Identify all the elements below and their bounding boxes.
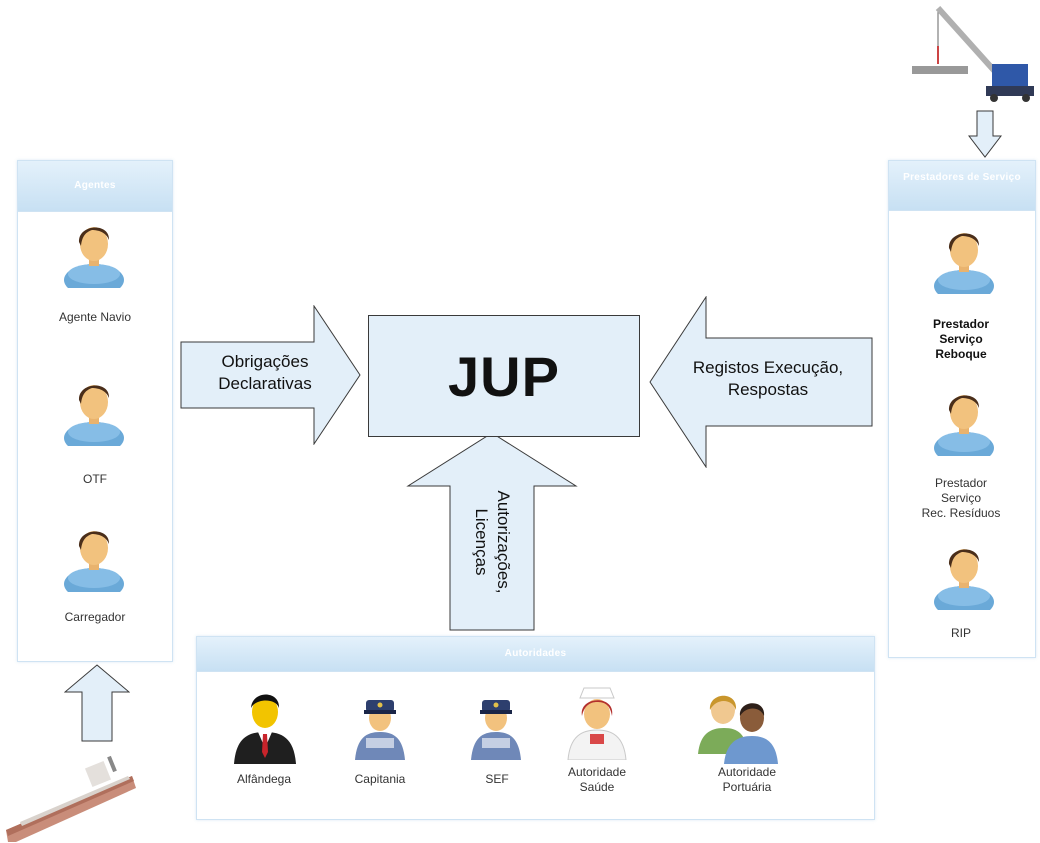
- authority-label: SEF: [485, 772, 509, 786]
- authorities-panel: Autoridades: [196, 636, 875, 820]
- authority-label: Autoridade Saúde: [567, 765, 627, 794]
- person-icon: [932, 384, 996, 456]
- actor-label: Agente Navio: [58, 310, 132, 324]
- authority-label: Capitania: [354, 772, 406, 786]
- border-officer-icon: [471, 700, 521, 760]
- actor-label: Prestador Serviço Reboque: [932, 317, 990, 361]
- health-officer-icon: [567, 687, 627, 760]
- person-icon: [62, 520, 126, 592]
- jup-box: JUP: [368, 315, 640, 437]
- down-arrow: [968, 110, 1002, 158]
- port-authority-icon: [698, 695, 778, 764]
- arrow-label-authorizations: Autorizações, Licenças: [472, 490, 513, 594]
- service-providers-panel-header: Prestadores de Serviço: [889, 161, 1035, 211]
- customs-officer-icon: [234, 694, 296, 764]
- person-icon: [932, 538, 996, 610]
- person-icon: [62, 216, 126, 288]
- ship-icon: [6, 755, 136, 842]
- actor-label: Prestador Serviço Rec. Resíduos: [921, 476, 1001, 520]
- up-pointing-arrow: [406, 432, 578, 631]
- right-pointing-arrow: [180, 305, 361, 445]
- arrow-label-declarations: Obrigações Declarativas: [218, 352, 312, 393]
- actor-label: Carregador: [64, 610, 126, 624]
- authority-label: Alfândega: [236, 772, 292, 786]
- crane-icon: [912, 6, 1034, 102]
- actor-label: OTF: [83, 472, 107, 486]
- agents-panel-header: Agentes: [18, 161, 172, 212]
- authority-label: Autoridade Portuária: [717, 765, 777, 794]
- up-arrow: [64, 664, 130, 742]
- actor-label: RIP: [950, 626, 971, 640]
- arrow-label-records: Registos Execução, Respostas: [692, 358, 844, 399]
- authorities-panel-header: Autoridades: [197, 637, 874, 672]
- harbour-officer-icon: [355, 700, 405, 760]
- person-icon: [932, 222, 996, 294]
- jup-title: JUP: [448, 344, 560, 408]
- left-pointing-arrow: [649, 296, 873, 468]
- person-icon: [62, 374, 126, 446]
